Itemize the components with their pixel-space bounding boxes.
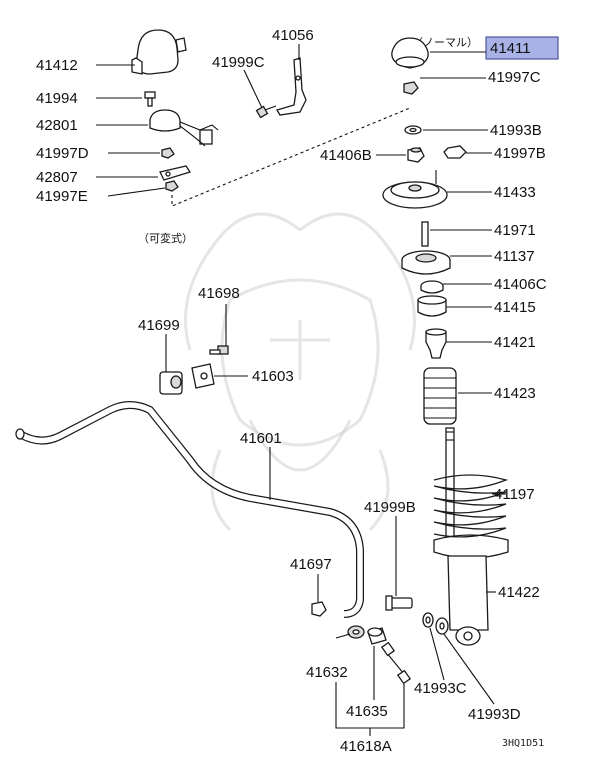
label-41997E[interactable]: 41997E (36, 188, 88, 205)
part-41406B-bushing[interactable] (407, 147, 425, 163)
leader-41997E (107, 187, 166, 197)
part-41699-bushing[interactable] (159, 371, 183, 395)
part-41411-cap[interactable] (391, 37, 429, 69)
label-41993B[interactable]: 41993B (490, 122, 542, 139)
part-41993D-washer[interactable] (435, 617, 449, 635)
label-41699[interactable]: 41699 (138, 317, 180, 334)
part-41632-bushing[interactable] (347, 625, 365, 639)
label-41698[interactable]: 41698 (198, 285, 240, 302)
part-41698-bolt[interactable] (209, 345, 229, 355)
label-41635[interactable]: 41635 (346, 703, 388, 720)
label-41603[interactable]: 41603 (252, 368, 294, 385)
part-41423-boot[interactable] (423, 367, 457, 425)
label-41197[interactable]: 41197 (494, 486, 535, 503)
label-41997B[interactable]: 41997B (494, 145, 546, 162)
label-41406B[interactable]: 41406B (320, 147, 372, 164)
diagram-code: 3HQ1D51 (502, 738, 544, 749)
part-41994-bolt[interactable] (144, 91, 156, 107)
part-41415-cup[interactable] (417, 295, 447, 317)
label-41999C[interactable]: 41999C (212, 54, 265, 71)
leader-41999C (243, 69, 263, 109)
part-41137-seat[interactable] (401, 250, 451, 275)
label-42801[interactable]: 42801 (36, 117, 78, 134)
part-41999B-bolt[interactable] (385, 595, 413, 611)
label-41415[interactable]: 41415 (494, 299, 536, 316)
label-41993D[interactable]: 41993D (468, 706, 521, 723)
label-41994[interactable]: 41994 (36, 90, 78, 107)
label-41997C-top[interactable]: 41997C (488, 69, 541, 86)
label-41412[interactable]: 41412 (36, 57, 78, 74)
highlight-41411 (485, 36, 559, 60)
label-41137[interactable]: 41137 (494, 248, 535, 265)
part-41406C-insulator[interactable] (420, 280, 444, 294)
part-41997B-nut[interactable] (443, 145, 467, 159)
part-41697-nut[interactable] (311, 601, 327, 617)
part-41618A-link[interactable] (380, 641, 412, 685)
part-41971-pin[interactable] (421, 221, 429, 247)
part-41421-bumpstop[interactable] (425, 328, 447, 359)
label-41421[interactable]: 41421 (494, 334, 536, 351)
label-41056[interactable]: 41056 (272, 27, 314, 44)
label-41999B[interactable]: 41999B (364, 499, 416, 516)
part-41997C-nut-top[interactable] (403, 81, 419, 95)
label-41618A[interactable]: 41618A (340, 738, 392, 755)
part-41603-clamp[interactable] (191, 363, 215, 389)
watermark-emblem (184, 212, 416, 532)
part-41993C-washer[interactable] (422, 612, 434, 628)
part-41601-stabilizer-bar[interactable] (15, 401, 364, 618)
leader-41993C (429, 627, 445, 681)
label-41971[interactable]: 41971 (494, 222, 536, 239)
part-41997E-nut[interactable] (165, 180, 179, 192)
part-41412-cover[interactable] (131, 29, 187, 75)
note-variable: （可変式） (138, 231, 193, 245)
label-41997D[interactable]: 41997D (36, 145, 89, 162)
connector-dashed-left (171, 107, 411, 207)
label-41433[interactable]: 41433 (494, 184, 536, 201)
label-41422[interactable]: 41422 (498, 584, 540, 601)
part-41635-spacer[interactable] (367, 627, 387, 645)
label-41406C[interactable]: 41406C (494, 276, 547, 293)
part-41197-coil-spring[interactable] (433, 474, 509, 538)
leader-41632 (335, 633, 351, 639)
note-normal: （ノーマル） (412, 36, 478, 49)
leader-41993D (443, 633, 495, 705)
part-41993B-washer[interactable] (404, 125, 422, 135)
part-42807-bracket[interactable] (159, 165, 192, 181)
part-41997D-nut[interactable] (161, 147, 175, 159)
label-41601[interactable]: 41601 (240, 430, 282, 447)
label-41411[interactable]: 41411 (490, 40, 531, 57)
label-41697[interactable]: 41697 (290, 556, 332, 573)
label-41423[interactable]: 41423 (494, 385, 536, 402)
part-41999C-bolt[interactable] (255, 105, 277, 119)
part-41433-mount[interactable] (382, 170, 448, 209)
part-42801-sensor[interactable] (149, 109, 219, 147)
label-41632[interactable]: 41632 (306, 664, 348, 681)
label-41993C[interactable]: 41993C (414, 680, 467, 697)
label-42807[interactable]: 42807 (36, 169, 78, 186)
part-41056-bracket[interactable] (276, 57, 307, 116)
